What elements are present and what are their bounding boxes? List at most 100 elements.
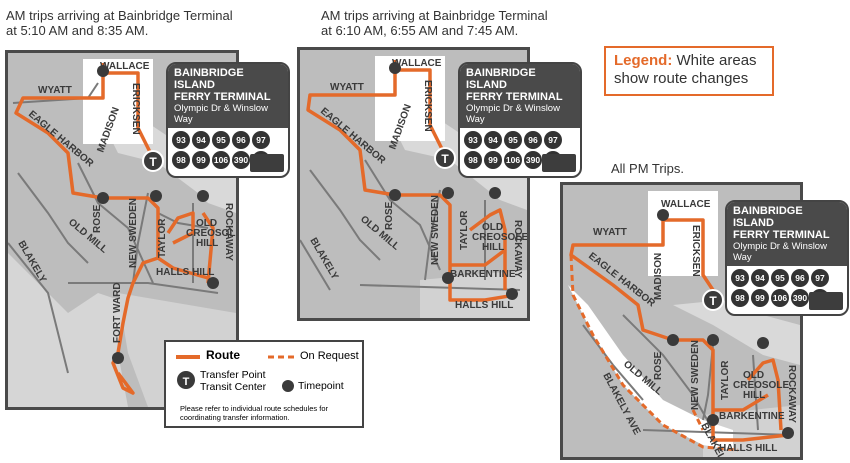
map2-label-hill: HILL [482,242,504,253]
legend-line1: Legend: White areas [614,52,764,70]
map3-card-name1: BAINBRIDGE ISLAND [733,205,803,229]
map1-label-creosole: CREOSOLE [186,228,236,239]
map2-label-creosole: CREOSOLE [472,232,527,243]
map3-label-taylor: TAYLOR [720,360,731,400]
map1-label-ericksen: ERICKSEN [130,83,141,135]
map2-label-new-sweden: NEW SWEDEN [430,195,441,265]
map3-label-wallace: WALLACE [661,199,711,210]
route-badge-94: 94 [484,131,502,149]
map3-label-madison: MADISON [653,253,664,300]
map2-caption-line2: at 6:10 AM, 6:55 AM and 7:45 AM. [321,23,519,38]
map1-card-header: BAINBRIDGE ISLAND FERRY TERMINAL Olympic… [168,64,288,128]
legend-text1: White areas [672,52,757,69]
route-badge-390: 390 [791,289,809,307]
map2-caption-line1: AM trips arriving at Bainbridge Terminal [321,8,548,23]
map1-card-name1: BAINBRIDGE ISLAND [174,67,244,91]
map2-caption: AM trips arriving at Bainbridge Terminal… [321,8,548,38]
key-transfer-t: T [183,376,190,388]
route-badge-94: 94 [751,269,769,287]
legend-text2: show route changes [614,70,749,87]
map1-caption-line1: AM trips arriving at Bainbridge Terminal [6,8,233,23]
route-badge-390: 390 [524,151,542,169]
route-badge-390: 390 [232,151,250,169]
map2-card-name1: BAINBRIDGE ISLAND [466,67,536,91]
map-panel-2: T WYATT WALLACE ERICKSEN MADISON EAGLE H… [297,47,530,321]
route-badge-97: 97 [544,131,562,149]
route-badge-106: 106 [212,151,230,169]
map2-label-taylor: TAYLOR [459,210,470,250]
map2-label-wallace: WALLACE [392,58,442,69]
route-badge-93: 93 [172,131,190,149]
map1-label-hill: HILL [196,238,218,249]
map1-terminal-card: BAINBRIDGE ISLAND FERRY TERMINAL Olympic… [166,62,290,178]
route-badge-98: 98 [172,151,190,169]
route-badge-94: 94 [192,131,210,149]
key-route-label: Route [206,348,240,362]
ferry-icon [542,154,576,172]
map3-label-rockaway: ROCKAWAY [786,365,797,423]
route-badge-93: 93 [731,269,749,287]
route-badge-95: 95 [212,131,230,149]
map3-label-wyatt: WYATT [593,227,627,238]
map3-svg: T WYATT WALLACE ERICKSEN MADISON EAGLE H… [568,191,800,457]
map2-label-ericksen: ERICKSEN [422,80,433,132]
map1-label-old: OLD [196,218,217,229]
map3-caption: All PM Trips. [611,161,684,176]
route-badge-98: 98 [464,151,482,169]
ferry-icon [809,292,843,310]
map3-card-routes: 93 94 95 96 97 98 99 106 390 BI [727,266,835,310]
map3-card-header: BAINBRIDGE ISLAND FERRY TERMINAL Olympic… [727,202,847,266]
map1-label-rockaway: ROCKAWAY [223,203,234,261]
map3-terminal-card: BAINBRIDGE ISLAND FERRY TERMINAL Olympic… [725,200,849,316]
map2-card-name2: FERRY TERMINAL [466,91,563,103]
map1-label-taylor: TAYLOR [157,218,168,258]
map1-label-wallace: WALLACE [100,61,150,72]
legend-box: Legend: White areas show route changes [604,46,774,96]
map1-label-fort-ward: FORT WARD [112,282,123,343]
map1-label-halls-hill: HALLS HILL [156,267,214,278]
map2-card-address: Olympic Dr & Winslow Way [466,103,560,125]
map3-card-name2: FERRY TERMINAL [733,229,830,241]
key-timepoint-icon [282,380,294,392]
route-badge-96: 96 [524,131,542,149]
map2-card-header: BAINBRIDGE ISLAND FERRY TERMINAL Olympic… [460,64,580,128]
map3-label-new-sweden: NEW SWEDEN [690,340,701,410]
map3-label-halls-hill: HALLS HILL [719,443,777,454]
key-note: Please refer to individual route schedul… [180,404,328,422]
map1-caption: AM trips arriving at Bainbridge Terminal… [6,8,233,38]
route-badge-106: 106 [504,151,522,169]
route-badge-97: 97 [811,269,829,287]
route-badge-99: 99 [192,151,210,169]
route-badge-99: 99 [484,151,502,169]
route-badge-106: 106 [771,289,789,307]
map2-transfer-t: T [441,152,449,166]
key-note-line2: coordinating transfer information. [180,413,290,422]
map-key-box: T Route On Request Transfer Point Transi… [164,340,364,428]
key-transfer-line2: Transit Center [200,381,267,393]
map3-transfer-t: T [709,294,717,308]
ferry-icon [250,154,284,172]
map2-label-wyatt: WYATT [330,82,364,93]
key-timepoint-label: Timepoint [298,380,344,392]
map1-label-rose: ROSE [92,204,103,233]
route-badge-96: 96 [232,131,250,149]
route-badge-97: 97 [252,131,270,149]
map2-terminal-card: BAINBRIDGE ISLAND FERRY TERMINAL Olympic… [458,62,582,178]
map3-label-hill: HILL [743,390,765,401]
route-badge-95: 95 [771,269,789,287]
key-transfer-line1: Transfer Point [200,369,266,381]
key-on-request-label: On Request [300,350,359,362]
key-symbols: T [176,355,294,392]
map1-card-address: Olympic Dr & Winslow Way [174,103,268,125]
map1-label-new-sweden: NEW SWEDEN [128,198,139,268]
route-badge-98: 98 [731,289,749,307]
route-badge-93: 93 [464,131,482,149]
map2-label-halls-hill: HALLS HILL [455,300,513,311]
map3-label-creosole: CREOSOLE [733,380,789,391]
map2-label-rose: ROSE [384,201,395,230]
key-note-line1: Please refer to individual route schedul… [180,404,329,413]
map1-card-name2: FERRY TERMINAL [174,91,271,103]
route-badge-99: 99 [751,289,769,307]
route-badge-95: 95 [504,131,522,149]
map2-label-barkentine: BARKENTINE [450,269,516,280]
